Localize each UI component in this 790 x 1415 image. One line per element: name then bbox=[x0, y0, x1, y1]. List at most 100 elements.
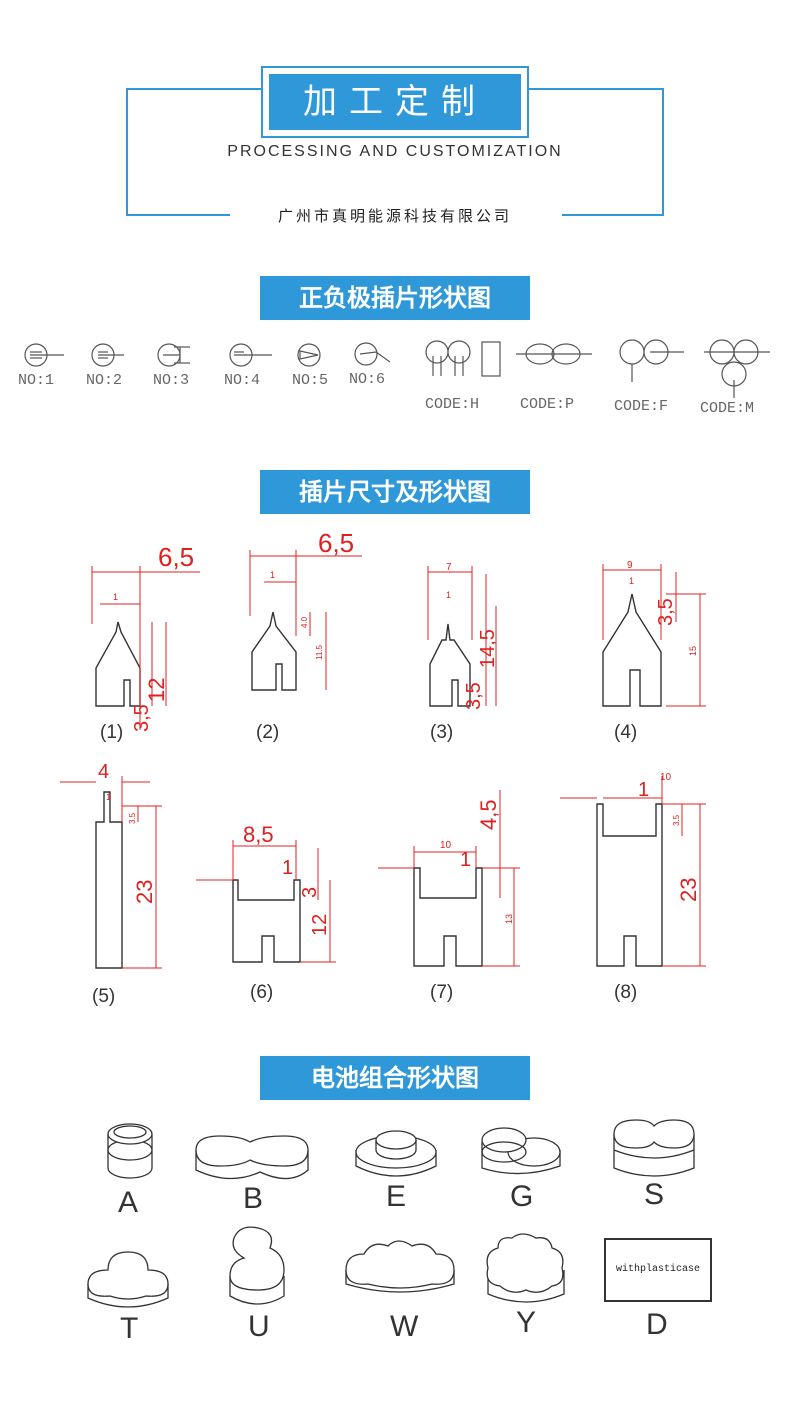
dim-6-tip: 1 bbox=[282, 857, 293, 879]
tab-shape-no2-label: NO:2 bbox=[86, 372, 123, 389]
battery-label-t: T bbox=[120, 1312, 139, 1345]
dim-7-height: 13 bbox=[504, 914, 514, 924]
dim-3-height: 14,5 bbox=[477, 629, 499, 668]
dim-1-width: 6,5 bbox=[158, 542, 194, 572]
tab-size-2-shape bbox=[251, 611, 297, 691]
tab-size-caption-6: (6) bbox=[250, 982, 274, 1003]
dim-5-tip: 1 bbox=[106, 792, 111, 802]
tab-shape-no4-label: NO:4 bbox=[224, 372, 261, 389]
battery-label-w: W bbox=[390, 1310, 419, 1343]
dim-6-top: 3 bbox=[299, 887, 321, 898]
tab-shape-no6-label: NO:6 bbox=[349, 371, 386, 388]
tab-size-caption-4: (4) bbox=[614, 722, 638, 743]
tab-size-3-shape bbox=[429, 623, 471, 707]
tab-shape-no3-label: NO:3 bbox=[153, 372, 190, 389]
dim-4-tip: 1 bbox=[629, 576, 634, 586]
tab-code-m-icon bbox=[704, 339, 770, 398]
battery-label-u: U bbox=[248, 1310, 270, 1343]
dim-8-tip: 1 bbox=[638, 779, 649, 801]
battery-u-icon bbox=[229, 1226, 285, 1305]
company-name-text: 广州市真明能源科技有限公司 bbox=[263, 207, 526, 225]
tab-shape-no1-label: NO:1 bbox=[18, 372, 55, 389]
company-name: 广州市真明能源科技有限公司 bbox=[0, 205, 790, 226]
plastic-case-box: withplasticase bbox=[604, 1238, 712, 1302]
tab-shape-no1-icon bbox=[24, 343, 64, 367]
battery-t-icon bbox=[87, 1251, 169, 1308]
battery-label-d: D bbox=[646, 1308, 668, 1341]
tab-shape-no2-icon bbox=[91, 343, 124, 367]
header-title-box: 加工定制 bbox=[261, 66, 529, 138]
tab-shape-no3-icon bbox=[157, 343, 190, 367]
dim-7-tip: 1 bbox=[460, 849, 471, 871]
tab-shape-icons bbox=[24, 339, 770, 398]
battery-g-icon bbox=[481, 1127, 561, 1175]
tab-size-shapes bbox=[95, 593, 663, 969]
tab-size-caption-8: (8) bbox=[614, 982, 638, 1003]
battery-y-icon bbox=[486, 1233, 565, 1303]
battery-w-icon bbox=[345, 1240, 455, 1293]
tab-size-5-shape bbox=[95, 791, 123, 969]
battery-e-icon bbox=[355, 1130, 437, 1177]
tab-code-p-label: CODE:P bbox=[520, 396, 575, 413]
tab-shape-no6-icon bbox=[354, 342, 391, 366]
dim-3-top: 3,5 bbox=[463, 682, 485, 710]
tab-size-caption-2: (2) bbox=[256, 722, 280, 743]
battery-a-icon bbox=[107, 1123, 153, 1179]
tab-size-caption-3: (3) bbox=[430, 722, 454, 743]
tab-code-f-icon bbox=[619, 339, 684, 382]
header-line-right bbox=[562, 214, 664, 216]
battery-combo-shapes bbox=[87, 1119, 695, 1308]
dim-8-top: 3.5 bbox=[672, 814, 681, 826]
dim-8-width: 10 bbox=[660, 772, 672, 783]
tab-size-dimension-labels: 6,5 1 12 3,5 6,5 1 4.0 11.5 7 1 3,5 14,5… bbox=[98, 528, 701, 936]
dim-2-width: 6,5 bbox=[318, 528, 354, 558]
header-line-left bbox=[126, 214, 230, 216]
dim-6-width: 8,5 bbox=[243, 822, 274, 847]
tab-size-1-shape bbox=[95, 621, 141, 707]
tab-size-6-shape bbox=[232, 879, 301, 963]
tab-size-7-shape bbox=[413, 867, 483, 967]
dim-1-tip: 1 bbox=[113, 592, 118, 602]
tab-size-caption-1: (1) bbox=[100, 722, 124, 743]
section-header-tab-shapes: 正负极插片形状图 bbox=[260, 276, 530, 320]
dim-4-width: 9 bbox=[627, 560, 633, 571]
dim-5-width: 4 bbox=[98, 761, 109, 783]
tab-code-h-icon bbox=[425, 340, 501, 377]
battery-label-a: A bbox=[118, 1186, 139, 1219]
tab-shape-no4-icon bbox=[229, 343, 272, 367]
dim-5-height: 23 bbox=[132, 880, 157, 904]
dim-7-width: 10 bbox=[440, 840, 452, 851]
dim-2-top: 4.0 bbox=[300, 616, 309, 628]
dim-1-height: 12 bbox=[144, 678, 169, 702]
tab-shape-no5-label: NO:5 bbox=[292, 372, 329, 389]
battery-b-icon bbox=[195, 1135, 309, 1180]
tab-size-8-shape bbox=[596, 803, 663, 967]
battery-label-b: B bbox=[243, 1182, 264, 1215]
tab-size-4-shape bbox=[602, 593, 662, 707]
dim-4-height: 15 bbox=[688, 646, 698, 656]
dim-4-top: 3,5 bbox=[655, 598, 677, 626]
section-header-battery-combo: 电池组合形状图 bbox=[260, 1056, 530, 1100]
dim-7-top: 4,5 bbox=[476, 799, 501, 830]
tab-size-caption-7: (7) bbox=[430, 982, 454, 1003]
battery-label-g: G bbox=[510, 1180, 534, 1213]
tab-shape-no5-icon bbox=[297, 343, 321, 367]
tab-code-p-icon bbox=[516, 343, 592, 365]
battery-label-y: Y bbox=[516, 1306, 537, 1339]
dim-5-top: 3.5 bbox=[128, 812, 137, 824]
tab-size-dimension-lines bbox=[60, 550, 706, 969]
tab-code-m-label: CODE:M bbox=[700, 400, 755, 417]
tab-code-h-label: CODE:H bbox=[425, 396, 480, 413]
section-header-tab-sizes: 插片尺寸及形状图 bbox=[260, 470, 530, 514]
dim-3-tip: 1 bbox=[446, 590, 451, 600]
battery-label-s: S bbox=[644, 1178, 665, 1211]
tab-code-f-label: CODE:F bbox=[614, 398, 669, 415]
tab-size-caption-5: (5) bbox=[92, 986, 116, 1007]
page-subtitle: PROCESSING AND CUSTOMIZATION bbox=[227, 143, 563, 160]
battery-s-icon bbox=[613, 1119, 695, 1177]
dim-2-height: 11.5 bbox=[315, 644, 324, 660]
dim-8-height: 23 bbox=[676, 878, 701, 902]
dim-3-width: 7 bbox=[446, 562, 452, 573]
dim-1-top: 3,5 bbox=[131, 704, 153, 732]
